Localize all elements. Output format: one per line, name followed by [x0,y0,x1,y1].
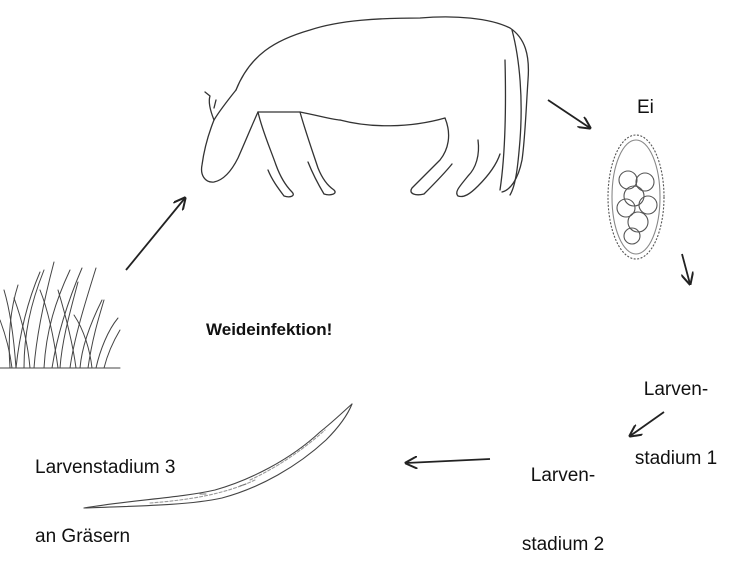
larva2-label-line2: stadium 2 [498,533,628,556]
arrow-larva2-to-larva3 [406,459,490,463]
larva3-label-line1: Larvenstadium 3 [35,456,175,479]
egg-icon [608,135,664,259]
horse-icon [202,17,529,197]
infection-label: Weideinfektion! [206,318,332,341]
larva2-label: Larven- stadium 2 [498,418,628,579]
larva1-label: Larven- stadium 1 [624,332,728,493]
larva2-label-line1: Larven- [498,464,628,487]
arrow-grass-to-horse [126,198,185,270]
arrow-egg-to-larva1 [682,254,690,284]
larva1-label-line1: Larven- [624,378,728,401]
larva3-label-line2: an Gräsern [35,525,175,548]
egg-label: Ei [637,96,654,119]
grass-icon [0,262,120,368]
larva3-label: Larvenstadium 3 an Gräsern [35,410,175,571]
larva1-label-line2: stadium 1 [624,447,728,470]
arrow-horse-to-egg [548,100,590,128]
